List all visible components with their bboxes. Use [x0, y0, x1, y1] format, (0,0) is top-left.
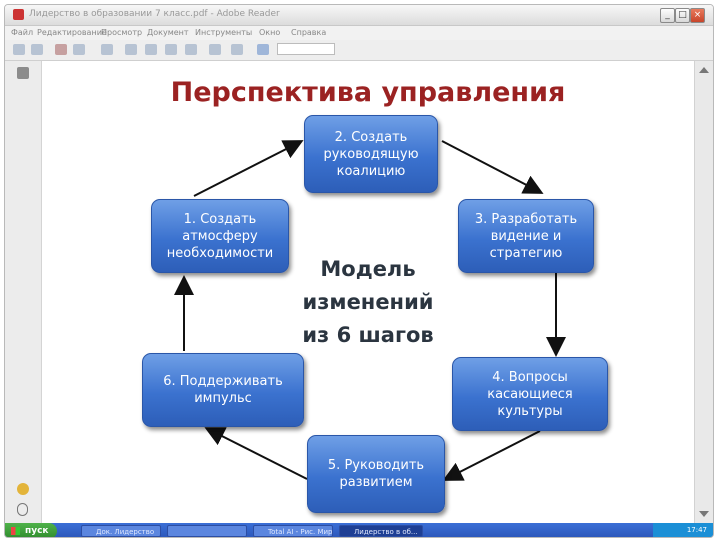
print-icon[interactable]: [13, 44, 25, 55]
navigation-panel: [5, 61, 42, 523]
menu-bar: Файл Редактирование Просмотр Документ Ин…: [5, 26, 713, 40]
attachment-icon[interactable]: [17, 503, 28, 516]
menu-window[interactable]: Окно: [259, 28, 281, 37]
menu-edit[interactable]: Редактирование: [37, 28, 107, 37]
next-page-icon[interactable]: [73, 44, 85, 55]
minimize-button[interactable]: _: [660, 8, 675, 23]
pages-icon[interactable]: [17, 67, 29, 79]
task-button-3[interactable]: Total AI - Рис. Мир: [253, 525, 333, 537]
reader-window: Лидерство в образовании 7 класс.pdf - Ad…: [4, 4, 714, 538]
menu-help[interactable]: Справка: [291, 28, 327, 37]
start-label: пуск: [25, 526, 49, 536]
taskbar: пуск Док. Лидерство Total AI - Рис. Мир …: [5, 523, 713, 537]
menu-view[interactable]: Просмотр: [101, 28, 143, 37]
document-viewport: Перспектива управления 2. Создать руково…: [42, 61, 694, 523]
clock: 17:47: [686, 526, 707, 534]
maximize-button[interactable]: □: [675, 8, 690, 23]
adobe-reader-icon: [13, 9, 24, 20]
toolbar: [5, 40, 713, 61]
step-6-box: 6. Поддерживать импульс: [142, 353, 304, 427]
step-2-box: 2. Создать руководящую коалицию: [304, 115, 438, 193]
prev-page-icon[interactable]: [55, 44, 67, 55]
comments-icon[interactable]: [17, 483, 29, 495]
fit-width-icon[interactable]: [209, 44, 221, 55]
vertical-scrollbar[interactable]: [694, 61, 713, 523]
window-title: Лидерство в образовании 7 класс.pdf - Ad…: [29, 9, 280, 19]
page-input-icon[interactable]: [101, 44, 113, 55]
close-button[interactable]: ×: [690, 8, 705, 23]
rotate-icon[interactable]: [257, 44, 269, 55]
step-5-box: 5. Руководить развитием: [307, 435, 445, 513]
arrow-4-to-5: [442, 430, 541, 481]
scroll-down-icon[interactable]: [699, 511, 709, 517]
slide-title: Перспектива управления: [170, 77, 566, 108]
step-1-box: 1. Создать атмосферу необходимости: [151, 199, 289, 273]
hand-tool-icon[interactable]: [125, 44, 137, 55]
email-icon[interactable]: [31, 44, 43, 55]
task-button-2[interactable]: [167, 525, 247, 537]
task-button-4[interactable]: Лидерство в об...: [339, 525, 423, 537]
windows-logo-icon: [11, 527, 20, 535]
fit-page-icon[interactable]: [231, 44, 243, 55]
scroll-up-icon[interactable]: [699, 67, 709, 73]
step-3-box: 3. Разработать видение и стратегию: [458, 199, 594, 273]
arrow-1-to-2: [193, 140, 304, 197]
step-4-box: 4. Вопросы касающиеся культуры: [452, 357, 608, 431]
arrow-2-to-3: [441, 140, 544, 194]
center-label: Модель изменений из 6 шагов: [302, 257, 434, 347]
zoom-out-icon[interactable]: [165, 44, 177, 55]
start-button[interactable]: пуск: [5, 523, 57, 537]
task-button-1[interactable]: Док. Лидерство: [81, 525, 161, 537]
title-bar: Лидерство в образовании 7 класс.pdf - Ad…: [5, 5, 713, 26]
menu-file[interactable]: Файл: [11, 28, 34, 37]
arrow-5-to-6: [204, 427, 308, 480]
system-tray: 17:47: [653, 523, 713, 537]
zoom-in-icon[interactable]: [185, 44, 197, 55]
cycle-arrows: [174, 140, 566, 481]
select-tool-icon[interactable]: [145, 44, 157, 55]
menu-document[interactable]: Документ: [147, 28, 189, 37]
zoom-input[interactable]: [277, 43, 335, 55]
menu-tools[interactable]: Инструменты: [195, 28, 253, 37]
